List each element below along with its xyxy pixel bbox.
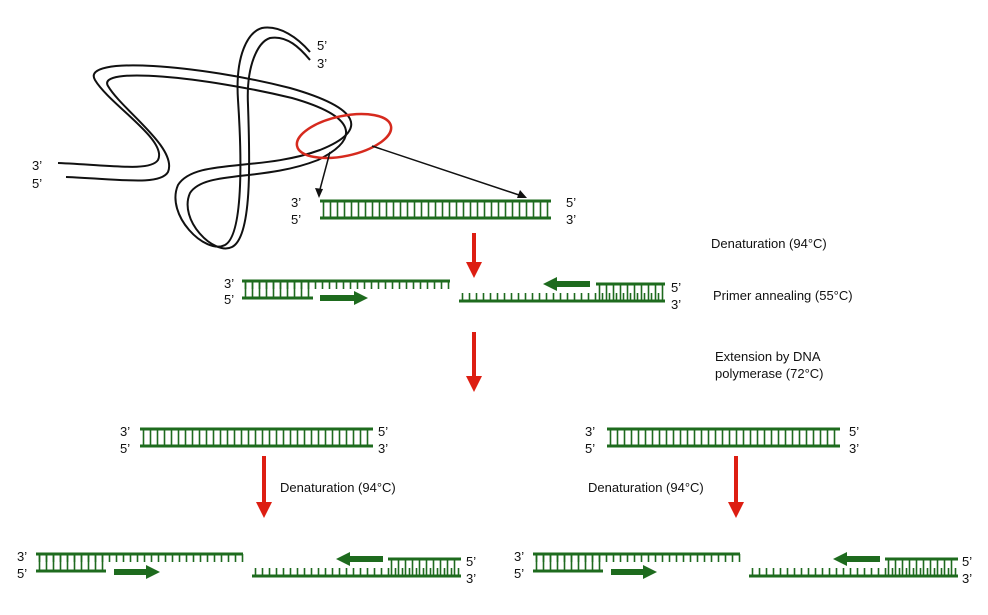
arrow-head <box>833 552 847 566</box>
zoom-arrow-right <box>371 145 523 197</box>
arrow-head <box>336 552 350 566</box>
step-label-extension-line1: Extension by DNA <box>715 349 821 364</box>
end-label-5prime: 5’ <box>671 280 681 295</box>
primer-extension-arrow <box>833 552 880 566</box>
arrow-head <box>256 502 272 518</box>
arrow-shaft <box>472 233 476 264</box>
end-label-3prime: 3’ <box>671 297 681 312</box>
end-label-3prime: 3’ <box>466 571 476 586</box>
cycle2-right-strand-left <box>533 552 741 573</box>
arrow-shaft <box>350 556 383 562</box>
end-label-5prime: 5’ <box>566 195 576 210</box>
step-arrow-denaturation <box>466 233 482 278</box>
arrow-shaft <box>320 295 354 301</box>
end-label-5prime: 5’ <box>585 441 595 456</box>
denatured-strand-right <box>459 282 665 303</box>
arrow-shaft <box>114 569 146 575</box>
step-label-extension-line2: polymerase (72°C) <box>715 366 824 381</box>
template-strand-inner <box>65 36 348 250</box>
target-region-highlight <box>295 112 393 160</box>
end-label-3prime: 3’ <box>317 56 327 71</box>
end-label-3prime: 3’ <box>224 276 234 291</box>
arrow-head <box>354 291 368 305</box>
end-label-5prime: 5’ <box>466 554 476 569</box>
product-duplex-left <box>140 427 373 448</box>
end-label-3prime: 3’ <box>378 441 388 456</box>
end-label-3prime: 3’ <box>585 424 595 439</box>
step-arrow-denaturation-right <box>728 456 744 518</box>
arrow-head <box>643 565 657 579</box>
zoom-arrowhead-right <box>517 190 527 198</box>
arrow-shaft <box>611 569 643 575</box>
arrow-head <box>466 262 482 278</box>
primer-extension-arrow <box>611 565 657 579</box>
zoom-arrow-left <box>318 151 331 194</box>
primer-extension-arrow <box>320 291 368 305</box>
arrow-layer <box>114 233 880 579</box>
arrow-shaft <box>557 281 590 287</box>
end-label-3prime: 3’ <box>566 212 576 227</box>
end-label-5prime: 5’ <box>17 566 27 581</box>
arrow-head <box>466 376 482 392</box>
primer-extension-arrow <box>336 552 383 566</box>
end-label-3prime: 3’ <box>962 571 972 586</box>
end-label-5prime: 5’ <box>514 566 524 581</box>
target-duplex <box>320 199 551 220</box>
arrow-head <box>728 502 744 518</box>
end-label-5prime: 5’ <box>317 38 327 53</box>
end-label-3prime: 3’ <box>291 195 301 210</box>
step-label-denaturation: Denaturation (94°C) <box>711 236 827 251</box>
arrow-shaft <box>262 456 266 504</box>
zoom-pointer-arrows <box>315 145 527 198</box>
end-label-5prime: 5’ <box>849 424 859 439</box>
primer-extension-arrow <box>114 565 160 579</box>
end-label-3prime: 3’ <box>120 424 130 439</box>
end-labels: 5’ 3’ 3’ 5’ 3’ 5’ 5’ 3’ 3’ 5’ 5’ 3’ 3’ 5… <box>17 38 972 586</box>
end-label-5prime: 5’ <box>378 424 388 439</box>
step-arrow-denaturation-left <box>256 456 272 518</box>
step-label-denaturation: Denaturation (94°C) <box>588 480 704 495</box>
end-label-5prime: 5’ <box>291 212 301 227</box>
arrow-head <box>146 565 160 579</box>
arrow-shaft <box>472 332 476 378</box>
arrow-shaft <box>734 456 738 504</box>
end-label-3prime: 3’ <box>32 158 42 173</box>
end-label-3prime: 3’ <box>514 549 524 564</box>
arrow-head <box>543 277 557 291</box>
step-arrow-extension <box>466 332 482 392</box>
step-labels: Denaturation (94°C) Primer annealing (55… <box>280 236 853 495</box>
end-label-5prime: 5’ <box>120 441 130 456</box>
product-duplex-right <box>607 427 840 448</box>
cycle2-left-strand-right <box>252 557 461 578</box>
step-label-denaturation: Denaturation (94°C) <box>280 480 396 495</box>
template-strand-outer <box>57 26 353 248</box>
zoom-arrowhead-left <box>315 188 323 198</box>
end-label-5prime: 5’ <box>224 292 234 307</box>
end-label-3prime: 3’ <box>17 549 27 564</box>
cycle2-left-strand-left <box>36 552 244 573</box>
cycle2-right-strand-right <box>749 557 958 578</box>
step-label-primer-annealing: Primer annealing (55°C) <box>713 288 853 303</box>
denatured-strand-left <box>242 279 450 300</box>
end-label-5prime: 5’ <box>32 176 42 191</box>
primer-extension-arrow <box>543 277 590 291</box>
dna-layer <box>36 199 958 578</box>
end-label-5prime: 5’ <box>962 554 972 569</box>
end-label-3prime: 3’ <box>849 441 859 456</box>
genomic-dna-template <box>57 26 353 250</box>
arrow-shaft <box>847 556 880 562</box>
